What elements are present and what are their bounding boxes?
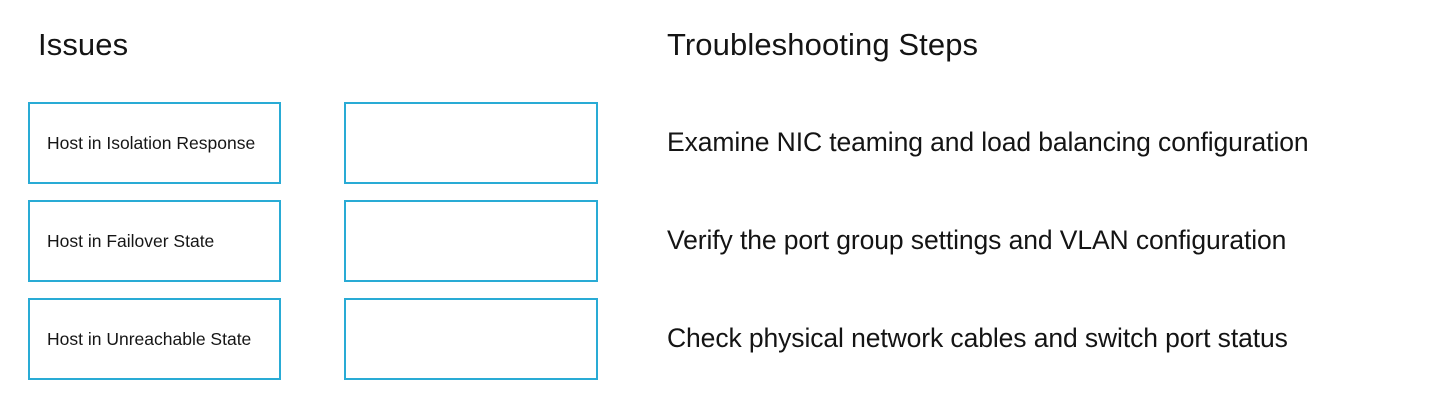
- drop-target-slot[interactable]: [344, 298, 598, 380]
- issue-card-label: Host in Unreachable State: [47, 328, 252, 349]
- troubleshooting-step-row: Check physical network cables and switch…: [667, 298, 1412, 380]
- drop-targets-column: [344, 102, 598, 380]
- drop-target-slot[interactable]: [344, 102, 598, 184]
- issue-card-label: Host in Failover State: [47, 230, 215, 251]
- troubleshooting-step-row: Examine NIC teaming and load balancing c…: [667, 102, 1412, 184]
- troubleshooting-steps-column: Examine NIC teaming and load balancing c…: [667, 102, 1412, 380]
- issues-column-heading: Issues: [38, 27, 129, 62]
- drop-target-slot[interactable]: [344, 200, 598, 282]
- issue-card[interactable]: Host in Isolation Response: [28, 102, 281, 184]
- troubleshooting-steps-column-heading: Troubleshooting Steps: [667, 27, 979, 62]
- issue-card[interactable]: Host in Unreachable State: [28, 298, 281, 380]
- issues-column: Host in Isolation Response Host in Failo…: [28, 102, 281, 380]
- troubleshooting-step-row: Verify the port group settings and VLAN …: [667, 200, 1412, 282]
- issue-card-label: Host in Isolation Response: [47, 132, 256, 153]
- issue-card[interactable]: Host in Failover State: [28, 200, 281, 282]
- troubleshooting-step-label: Examine NIC teaming and load balancing c…: [667, 127, 1309, 158]
- troubleshooting-step-label: Check physical network cables and switch…: [667, 323, 1288, 354]
- troubleshooting-step-label: Verify the port group settings and VLAN …: [667, 225, 1287, 256]
